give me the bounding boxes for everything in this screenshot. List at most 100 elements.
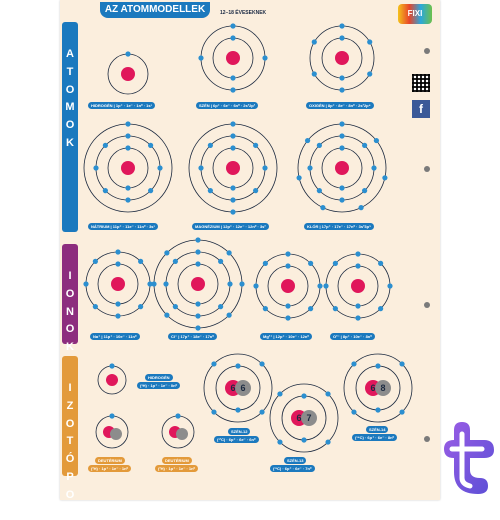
- neutron: [176, 428, 188, 440]
- neutron-count: 6: [240, 383, 245, 393]
- electron: [230, 23, 236, 29]
- electron: [378, 306, 384, 312]
- section-letter: O: [65, 417, 75, 430]
- electron: [175, 413, 181, 419]
- electron: [320, 205, 326, 211]
- isotope-formula-c12: (¹²C) · 6p⁺ · 6e⁻ · 6n⁰: [214, 436, 259, 443]
- electron: [230, 75, 236, 81]
- electron: [311, 39, 317, 45]
- electron: [151, 281, 157, 287]
- electron: [332, 260, 338, 266]
- qr-code: [412, 74, 430, 92]
- electron: [362, 188, 368, 194]
- electron: [198, 55, 204, 61]
- nucleus: [226, 51, 240, 65]
- electron: [125, 121, 131, 127]
- electron: [230, 87, 236, 93]
- electron: [323, 283, 329, 289]
- electron: [339, 121, 345, 127]
- electron: [332, 306, 338, 312]
- electron: [115, 301, 121, 307]
- electron: [285, 315, 291, 321]
- electron: [164, 312, 170, 318]
- isotope-formula-hydrogen: (¹H) · 1p⁺ · 1e⁻ · 0n⁰: [137, 382, 181, 389]
- electron: [367, 39, 373, 45]
- electron: [351, 409, 357, 415]
- electron: [285, 251, 291, 257]
- electron: [259, 361, 265, 367]
- electron: [325, 391, 331, 397]
- section-letter: P: [66, 470, 74, 483]
- electron: [207, 142, 213, 148]
- electron: [148, 188, 154, 194]
- electron: [195, 301, 201, 307]
- electron: [195, 249, 201, 255]
- nucleus: [121, 67, 135, 81]
- nucleus: [335, 161, 349, 175]
- electron: [93, 165, 99, 171]
- electron: [358, 205, 364, 211]
- electron: [226, 250, 232, 256]
- poster-card: [60, 0, 440, 500]
- electron: [125, 145, 131, 151]
- nucleus: [106, 374, 118, 386]
- section-letter: N: [66, 305, 74, 318]
- electron: [253, 283, 259, 289]
- electron: [83, 281, 89, 287]
- section-letter: K: [66, 341, 74, 353]
- electron: [115, 313, 121, 319]
- electron: [285, 303, 291, 309]
- electron: [230, 185, 236, 191]
- electron: [355, 263, 361, 269]
- electron: [230, 197, 236, 203]
- electron: [316, 188, 322, 194]
- binder-hole: [424, 48, 430, 54]
- electron: [339, 133, 345, 139]
- electron: [355, 303, 361, 309]
- electron: [339, 23, 345, 29]
- electron: [115, 249, 121, 255]
- nucleus: [335, 51, 349, 65]
- electron: [195, 313, 201, 319]
- section-letter: T: [66, 435, 74, 448]
- electron: [296, 175, 302, 181]
- nucleus: [121, 161, 135, 175]
- electron: [351, 361, 357, 367]
- electron: [262, 306, 268, 312]
- binder-hole: [424, 302, 430, 308]
- electron: [235, 363, 241, 369]
- isotope-name-hydrogen: HIDROGÉN: [145, 374, 173, 381]
- electron: [371, 165, 377, 171]
- ion-label-o: O²⁻ | 8p⁺ · 10e⁻ · 8n⁰: [330, 333, 375, 340]
- electron: [207, 188, 213, 194]
- section-letter: O: [65, 323, 75, 336]
- electron: [163, 281, 169, 287]
- ion-label-na: Na⁺ | 11p⁺ · 10e⁻ · 11n⁰: [90, 333, 140, 340]
- electron: [339, 75, 345, 81]
- electron: [230, 133, 236, 139]
- electron: [355, 251, 361, 257]
- electron: [230, 35, 236, 41]
- facebook-icon: f: [412, 100, 430, 118]
- electron: [211, 409, 217, 415]
- section-letter: Z: [66, 399, 74, 412]
- electron: [378, 260, 384, 266]
- electron: [195, 325, 201, 331]
- electron: [367, 71, 373, 77]
- age-label: 12–18 ÉVESEKNEK: [220, 10, 267, 16]
- electron: [375, 407, 381, 413]
- ion-label-cl: Cl⁻ | 17p⁺ · 18e⁻ · 17n⁰: [168, 333, 217, 340]
- electron: [285, 263, 291, 269]
- electron: [253, 188, 259, 194]
- electron: [277, 439, 283, 445]
- electron: [157, 165, 163, 171]
- section-letter: O: [65, 287, 75, 300]
- neutron-cluster: [301, 410, 317, 426]
- electron: [387, 283, 393, 289]
- section-letter: O: [65, 119, 75, 131]
- electron: [317, 283, 323, 289]
- isotope-formula-c14: (¹⁴C) · 6p⁺ · 6e⁻ · 8n⁰: [352, 434, 398, 441]
- electron: [164, 250, 170, 256]
